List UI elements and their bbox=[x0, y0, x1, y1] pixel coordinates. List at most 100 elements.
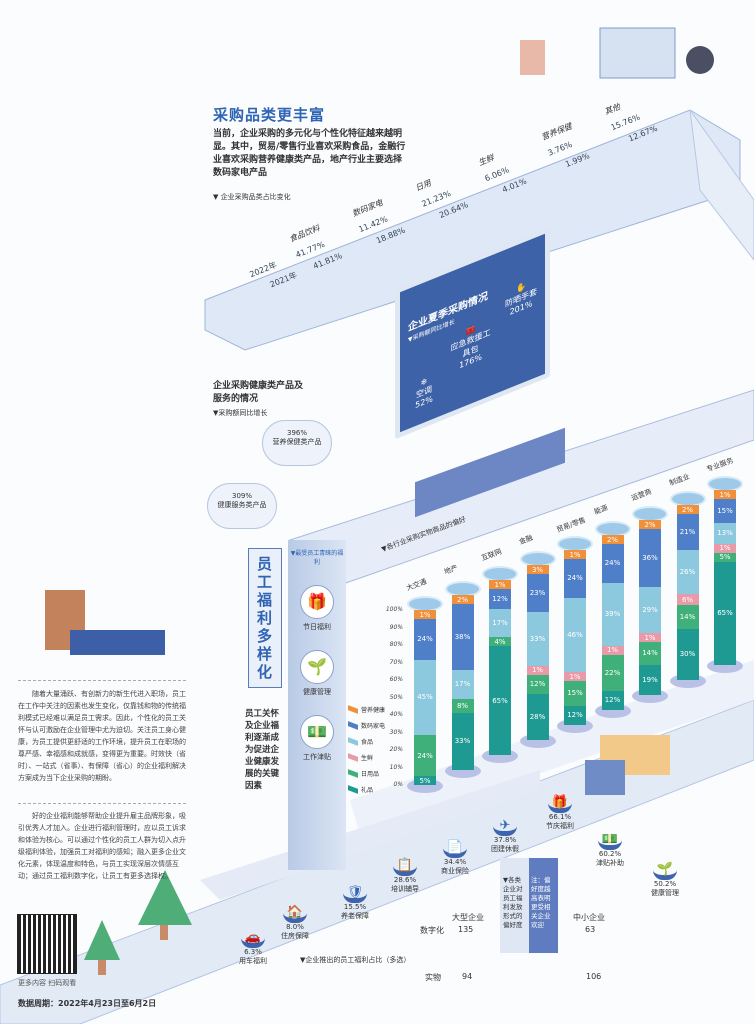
y-tick-label: 100% bbox=[385, 606, 403, 613]
paragraph-1: 随着大量涌跃、有创新力的新生代进入职场，员工在工作中关注的因素也发生变化，仅靠钱… bbox=[18, 690, 186, 782]
y-tick-label: 90% bbox=[389, 623, 403, 631]
group-large: 大型企业 bbox=[452, 913, 484, 922]
bar-segment-日用品: 8% bbox=[451, 699, 474, 713]
segment-label: 1% bbox=[569, 672, 581, 681]
bar-segment-营养健康: 2% bbox=[676, 505, 699, 514]
bar-地产: 33%8%17%38%2% bbox=[451, 595, 474, 770]
legend-swatch bbox=[348, 769, 358, 778]
welfare-item: 🎁66.1%节庆福利 bbox=[535, 795, 585, 831]
bar-segment-营养健康: 1% bbox=[414, 610, 436, 619]
favorite-festival: 🎁节日福利 bbox=[288, 585, 346, 632]
legend-item: 礼品 bbox=[348, 785, 373, 794]
welfare-item: 📋28.6%培训辅导 bbox=[380, 858, 430, 894]
group-small: 中小企业 bbox=[573, 913, 605, 922]
segment-label: 14% bbox=[642, 649, 658, 658]
legend-swatch bbox=[348, 721, 358, 730]
segment-label: 29% bbox=[642, 605, 658, 614]
segment-label: 30% bbox=[679, 650, 696, 659]
qr-code[interactable] bbox=[17, 914, 77, 974]
segment-label: 1% bbox=[606, 646, 619, 655]
large-physical-value: 94 bbox=[462, 972, 473, 981]
bar-segment-营养健康: 3% bbox=[526, 565, 549, 574]
segment-label: 4% bbox=[494, 637, 506, 646]
segment-label: 39% bbox=[604, 610, 621, 619]
segment-label: 6% bbox=[681, 595, 694, 604]
favorite-welfare-column: ▼最受员工青睐的福利 🎁节日福利 🌱健康管理 💵工作津贴 bbox=[288, 540, 346, 870]
segment-label: 12% bbox=[492, 595, 508, 604]
form-physical: 实物 bbox=[425, 973, 441, 982]
bar-segment-日用品: 12% bbox=[526, 674, 549, 695]
segment-label: 23% bbox=[529, 588, 546, 597]
favorite-label: ▼最受员工青睐的福利 bbox=[290, 550, 344, 566]
bar-segment-数码家电: 21% bbox=[676, 514, 699, 550]
segment-label: 65% bbox=[492, 696, 508, 705]
bar-segment-生鲜: 1% bbox=[564, 672, 586, 682]
bar-segment-日用品: 5% bbox=[714, 552, 736, 562]
legend-item: 生鲜 bbox=[348, 753, 373, 762]
segment-label: 24% bbox=[417, 751, 433, 760]
segment-label: 24% bbox=[567, 574, 583, 583]
bar-segment-日用品: 15% bbox=[564, 681, 586, 706]
segment-label: 1% bbox=[494, 580, 506, 589]
welfare-chart-label: ▼企业推出的员工福利占比（多选） bbox=[300, 956, 411, 964]
bar-segment-生鲜: 1% bbox=[601, 645, 624, 655]
bar-segment-数码家电: 24% bbox=[414, 619, 436, 660]
welfare-icon: ✈ bbox=[493, 818, 517, 836]
bar-segment-营养健康: 1% bbox=[714, 490, 736, 499]
welfare-name: 住房保障 bbox=[281, 932, 309, 940]
qr-caption: 更多内容 扫码观看 bbox=[18, 979, 77, 987]
segment-label: 1% bbox=[644, 633, 656, 642]
bar-segment-数码家电: 24% bbox=[564, 559, 586, 598]
bar-segment-营养健康: 2% bbox=[639, 520, 661, 529]
segment-label: 24% bbox=[417, 635, 433, 644]
bar-互联网: 65% 4% 17% 12% 1% bbox=[489, 580, 511, 755]
paragraph-2: 好的企业福利能够帮助企业提升雇主品牌形象，吸引优秀人才加入。企业进行福利管理时，… bbox=[18, 812, 186, 880]
segment-label: 17% bbox=[492, 619, 508, 628]
bar-segment-营养健康: 2% bbox=[601, 535, 624, 544]
legend-swatch bbox=[348, 705, 358, 714]
bar-segment-生鲜: 1% bbox=[639, 633, 661, 643]
welfare-item: 🛡15.5%养老保障 bbox=[330, 885, 380, 921]
legend-label: 生鲜 bbox=[361, 755, 374, 762]
welfare-value: 8.0% bbox=[286, 923, 304, 931]
y-tick-label: 50% bbox=[389, 693, 403, 701]
y-tick-label: 40% bbox=[389, 711, 403, 718]
segment-label: 14% bbox=[679, 612, 696, 621]
legend-item: 食品 bbox=[348, 737, 373, 746]
segment-label: 24% bbox=[604, 559, 621, 568]
bar-segment-数码家电: 12% bbox=[489, 589, 511, 610]
welfare-item: 🚗6.3%用车福利 bbox=[228, 930, 278, 966]
intro-text: 当前，企业采购的多元化与个性化特征越来越明显。其中，贸易/零售行业喜欢采购食品，… bbox=[213, 129, 406, 178]
welfare-icon: 🛡 bbox=[343, 885, 367, 903]
section-title-welfare: 员工福利多样化 bbox=[257, 555, 273, 681]
favorite-health: 🌱健康管理 bbox=[288, 650, 346, 697]
segment-label: 15% bbox=[567, 689, 583, 698]
small-physical-value: 106 bbox=[586, 972, 602, 981]
welfare-icon: 🚗 bbox=[241, 930, 265, 948]
welfare-icon: 🎁 bbox=[548, 795, 572, 813]
preference-title: ▼各类企业对员工福利发放形式的偏好度 bbox=[503, 876, 523, 929]
segment-label: 2% bbox=[681, 505, 694, 514]
cash-icon: 💵 bbox=[300, 715, 334, 749]
welfare-icon: 🏠 bbox=[283, 905, 307, 923]
legend-label: 数码家电 bbox=[361, 723, 386, 730]
bar-segment-生鲜: 1% bbox=[714, 543, 736, 553]
bar-专业服务: 65%5%1%13%15%1% bbox=[714, 490, 736, 665]
bar-segment-数码家电: 15% bbox=[714, 499, 736, 523]
welfare-item: 🌱50.2%健康管理 bbox=[640, 862, 690, 898]
bar-segment-礼品: 19% bbox=[639, 664, 661, 695]
legend-label: 营养健康 bbox=[361, 707, 386, 714]
welfare-name: 健康管理 bbox=[651, 889, 679, 897]
bar-segment-数码家电: 36% bbox=[639, 529, 661, 587]
segment-label: 1% bbox=[569, 550, 581, 559]
segment-label: 22% bbox=[604, 668, 621, 677]
segment-label: 65% bbox=[717, 609, 733, 618]
welfare-value: 66.1% bbox=[548, 813, 572, 821]
data-period: 数据周期：2022年4月23日至6月2日 bbox=[18, 999, 157, 1008]
y-tick-label: 60% bbox=[389, 676, 403, 683]
y-tick-label: 70% bbox=[389, 658, 403, 666]
category-chart-label: ▼ 企业采购品类占比变化 bbox=[213, 193, 291, 201]
segment-label: 38% bbox=[454, 632, 471, 641]
